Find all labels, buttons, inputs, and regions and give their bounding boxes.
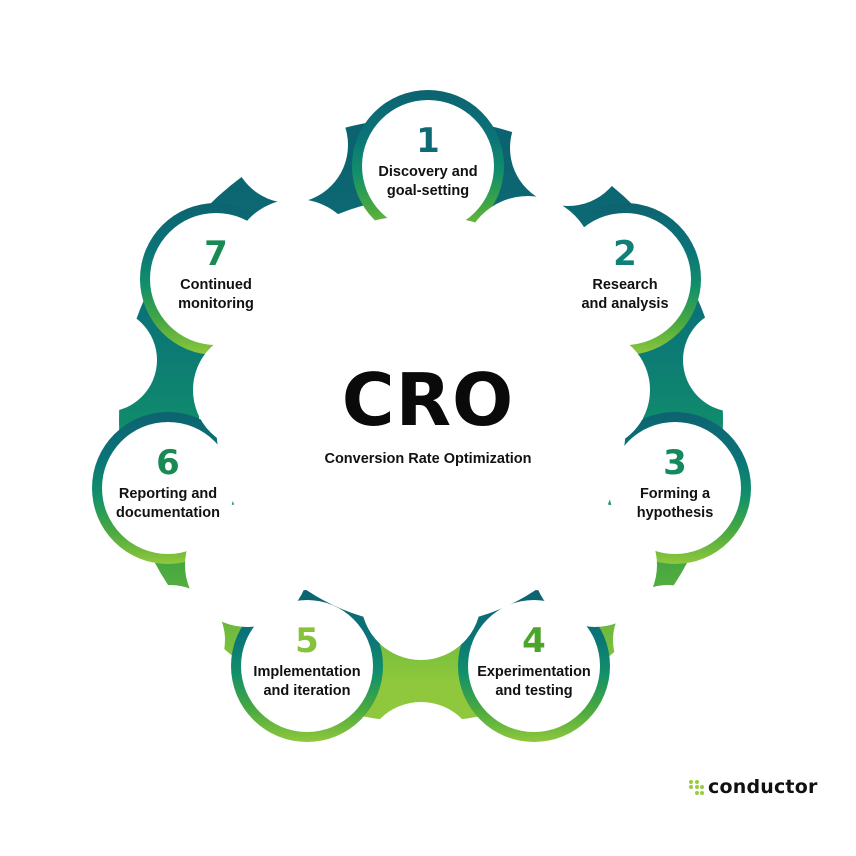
step-7-monitoring: 7 Continued monitoring bbox=[146, 209, 286, 349]
step-label: Experimentation and testing bbox=[477, 664, 591, 699]
step-number: 7 bbox=[204, 234, 228, 274]
step-number: 6 bbox=[156, 443, 180, 483]
center-title: CRO bbox=[341, 358, 515, 442]
step-number: 5 bbox=[295, 621, 319, 661]
step-label: Research and analysis bbox=[581, 277, 669, 312]
step-number: 3 bbox=[663, 443, 687, 483]
step-number: 2 bbox=[613, 234, 637, 274]
step-number: 1 bbox=[416, 121, 440, 161]
step-5-implementation: 5 Implementation and iteration bbox=[237, 596, 377, 736]
step-label: Forming a hypothesis bbox=[636, 486, 714, 521]
step-number: 4 bbox=[522, 621, 546, 661]
conductor-logo: conductor bbox=[689, 776, 818, 798]
step-1-discovery: 1 Discovery and goal-setting bbox=[358, 96, 498, 236]
step-4-experimentation: 4 Experimentation and testing bbox=[464, 596, 604, 736]
step-label: Reporting and documentation bbox=[116, 486, 220, 521]
logo-wordmark: conductor bbox=[708, 776, 818, 798]
step-3-hypothesis: 3 Forming a hypothesis bbox=[605, 418, 745, 558]
step-2-research: 2 Research and analysis bbox=[555, 209, 695, 349]
step-label: Continued monitoring bbox=[178, 277, 254, 312]
step-6-reporting: 6 Reporting and documentation bbox=[98, 418, 238, 558]
center-subtitle: Conversion Rate Optimization bbox=[324, 451, 532, 467]
step-label: Discovery and goal-setting bbox=[378, 164, 478, 199]
conductor-dots-icon bbox=[689, 779, 704, 795]
step-label: Implementation and iteration bbox=[253, 664, 361, 699]
